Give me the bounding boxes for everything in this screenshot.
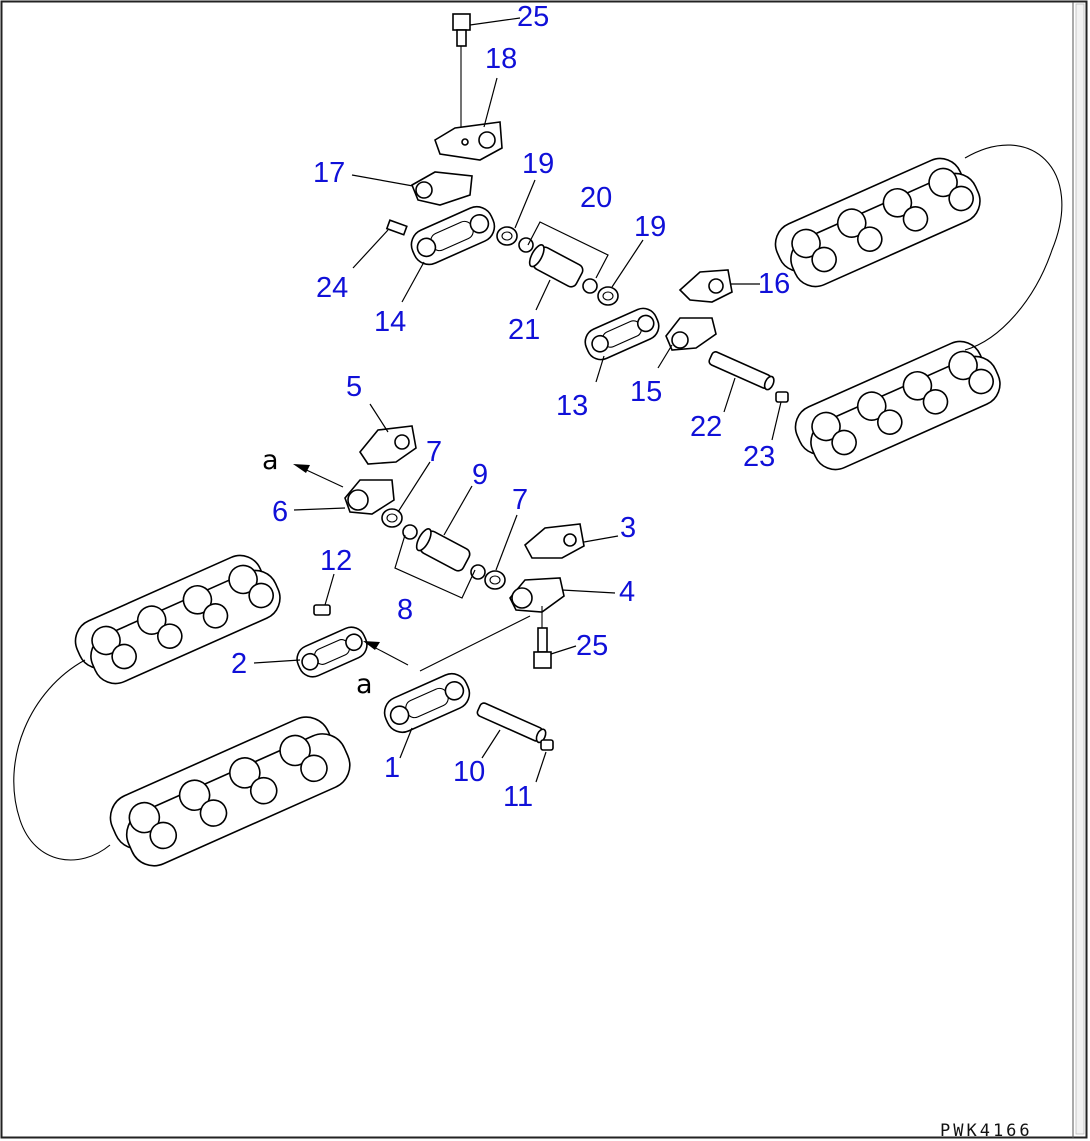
callout-16: 16 [758, 268, 790, 300]
half-link-15 [665, 317, 717, 351]
callout-9: 9 [472, 459, 488, 491]
callout-2: 2 [231, 648, 247, 680]
half-link-6 [344, 479, 395, 515]
master-link-13 [584, 307, 660, 361]
callout-21: 21 [508, 314, 540, 346]
callout-6: 6 [272, 496, 288, 528]
callout-22: 22 [690, 411, 722, 443]
bushing-21 [528, 244, 584, 288]
callout-14: 14 [374, 306, 406, 338]
callout-25-upper: 25 [517, 1, 549, 33]
pin-24 [385, 219, 408, 236]
seal-19-left [496, 226, 518, 246]
callout-labels: 25 18 17 19 20 19 24 14 21 16 13 15 22 2… [231, 1, 790, 813]
seal-7-right [484, 570, 506, 590]
callout-12: 12 [320, 545, 352, 577]
shoe-plate-18 [434, 121, 503, 161]
leader-lines [253, 17, 782, 783]
seal-7-left [381, 508, 403, 528]
pin-12 [313, 604, 331, 616]
plug-23 [775, 391, 789, 403]
view-arrow-lower [363, 641, 409, 666]
pin-10 [476, 702, 547, 744]
spacer-right-20 [582, 278, 598, 294]
callout-24: 24 [316, 272, 348, 304]
assembly-connector-line [419, 615, 531, 672]
seal-19-right [597, 286, 619, 306]
bolt-25-lower [533, 606, 552, 669]
callout-10: 10 [453, 756, 485, 788]
callout-7-left: 7 [426, 436, 442, 468]
callout-13: 13 [556, 390, 588, 422]
callout-23: 23 [743, 441, 775, 473]
view-marker-lower: a [356, 669, 373, 700]
callout-17: 17 [313, 157, 345, 189]
callout-19-right: 19 [634, 211, 666, 243]
callout-15: 15 [630, 376, 662, 408]
callout-8: 8 [397, 594, 413, 626]
bracket-8 [394, 534, 476, 599]
plug-11 [540, 739, 554, 751]
callout-3: 3 [620, 512, 636, 544]
pin-22 [708, 351, 775, 391]
scrollbar-thumb[interactable] [1075, 3, 1085, 1135]
callout-19-left: 19 [522, 148, 554, 180]
callout-18: 18 [485, 43, 517, 75]
track-chain-lower-left [13, 554, 351, 867]
callout-7-right: 7 [512, 484, 528, 516]
track-chain-upper-right [774, 144, 1063, 471]
master-link-2 [296, 626, 368, 678]
view-arrow-upper [293, 464, 344, 488]
master-link-1 [383, 672, 471, 734]
bracket-20 [527, 221, 609, 279]
callout-11: 11 [503, 781, 533, 813]
half-link-17 [410, 171, 473, 206]
callout-25-lower: 25 [576, 630, 608, 662]
drawing-code: PWK4166 [940, 1121, 1033, 1141]
master-link-14 [410, 205, 496, 266]
spacer-left-8 [402, 524, 418, 540]
shoe-plate-3 [523, 523, 585, 559]
half-link-4 [509, 577, 565, 613]
callout-1: 1 [384, 752, 400, 784]
callout-5: 5 [346, 371, 362, 403]
shoe-plate-5 [359, 425, 417, 465]
spacer-right-8 [470, 564, 486, 580]
view-marker-upper: a [262, 445, 279, 476]
shoe-plate-16 [678, 269, 733, 303]
bolt-25-upper [452, 13, 471, 132]
bushing-9 [415, 528, 471, 572]
callout-20: 20 [580, 182, 612, 214]
callout-4: 4 [619, 576, 635, 608]
